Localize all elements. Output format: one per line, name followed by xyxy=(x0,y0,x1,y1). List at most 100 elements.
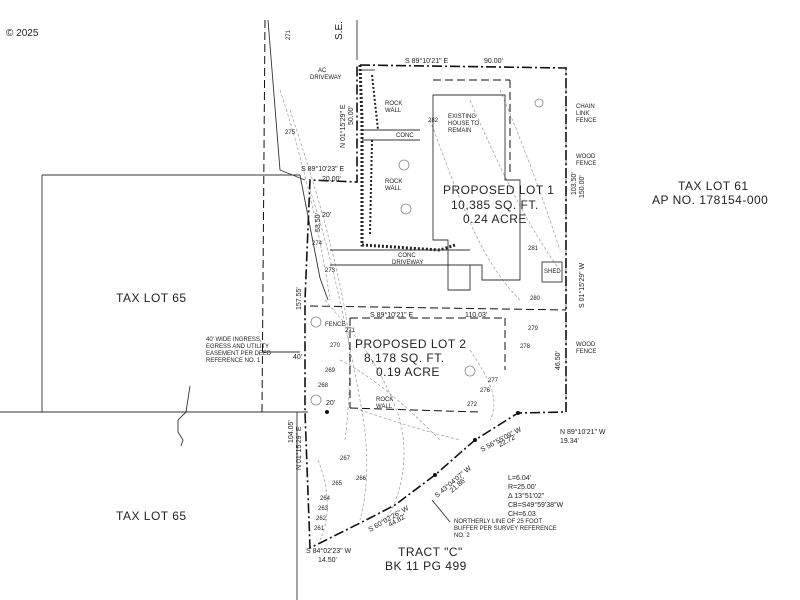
contour-elev: 265 xyxy=(332,481,343,487)
lot1-area-sqft: 10,385 SQ. FT. xyxy=(451,198,539,212)
wood-fence-1-b: FENCE xyxy=(576,161,596,167)
contour-elev: 266 xyxy=(356,476,367,482)
tract-book-label: BK 11 PG 499 xyxy=(385,559,467,573)
easement-line-2: EGRESS AND UTILITY xyxy=(206,344,269,350)
contour-elev: 280 xyxy=(530,296,541,302)
rock-walls: ROCK WALL ROCK WALL ROCK WALL xyxy=(358,64,456,410)
west-mid-distance: 53.50' xyxy=(315,213,322,232)
lot1-area-acre: 0.24 ACRE xyxy=(463,212,527,226)
mid-bearing: S 89°10'21" E xyxy=(370,311,414,319)
contour-elev: 270 xyxy=(330,343,341,349)
jog-bearing: S 89°10'23" E xyxy=(301,165,345,173)
street-label: S.E. xyxy=(334,21,345,40)
tax-lot-61-label: TAX LOT 61 xyxy=(678,179,749,193)
driveways: AC DRIVEWAY CONC CONC DRIVEWAY xyxy=(310,68,470,266)
north-distance: 90.00' xyxy=(484,58,503,65)
contour-elev: 278 xyxy=(520,344,531,350)
contour-elev: 271 xyxy=(345,328,356,334)
tax-lot-65-parcel xyxy=(0,174,329,600)
rock-wall-label-2b: WALL xyxy=(385,186,402,192)
contour-elev: 279 xyxy=(528,326,539,332)
north-bearing: S 89°10'21" E xyxy=(405,57,449,65)
sw-distance: 14.50' xyxy=(318,557,337,564)
sw-bearing: S 84°02'23" W xyxy=(306,547,352,555)
buffer-note: NORTHERLY LINE OF 25 FOOT BUFFER PER SUR… xyxy=(431,499,557,539)
conc-label: CONC xyxy=(396,133,414,139)
tree-symbols xyxy=(310,98,544,406)
contour-elev: 277 xyxy=(488,378,499,384)
ac-driveway-label-a: AC xyxy=(318,68,327,74)
chain-link-fence-c: FENCE xyxy=(576,118,596,124)
west-low-distance: 104.05' xyxy=(288,420,295,443)
se-bearing: N 89°10'21" W xyxy=(560,428,606,436)
se-distance: 19.34' xyxy=(560,438,579,445)
buffer-line-2: BUFFER PER SURVEY REFERENCE xyxy=(454,526,557,532)
contour-label: 271 xyxy=(286,29,292,40)
copyright-text: © 2025 xyxy=(6,28,39,39)
width-20-a-label: 20' xyxy=(322,212,331,219)
width-20-b-label: 20' xyxy=(326,400,335,407)
rock-wall-label-3b: WALL xyxy=(376,404,393,410)
mid-distance: 110.03' xyxy=(465,312,487,319)
chain-link-fence-b: LINK xyxy=(576,111,589,117)
easement-line-4: REFERENCE NO. 1 xyxy=(206,358,261,364)
contour-elevation-labels: 275 274 273 272 271 270 269 268 267 266 … xyxy=(285,118,541,532)
buffer-line-1: NORTHERLY LINE OF 25 FOOT xyxy=(454,519,542,525)
fence-label: FENCE xyxy=(325,322,345,328)
contour-lines xyxy=(279,89,561,541)
tax-lot-65-upper-label: TAX LOT 65 xyxy=(116,291,187,305)
rock-wall-label-1b: WALL xyxy=(385,108,402,114)
shed: SHED xyxy=(541,261,563,283)
buffer-line-3: NO. 2 xyxy=(454,533,470,539)
house-label-line-3: REMAIN xyxy=(448,128,471,134)
curve-cb: CB=S49°59'38"W xyxy=(508,501,563,509)
tract-c-label: TRACT "C" xyxy=(398,545,463,559)
contour-elev: 261 xyxy=(314,526,325,532)
property-boundary xyxy=(304,64,567,550)
rock-wall-label-2a: ROCK xyxy=(385,179,402,185)
east-lower-distance: 46.50' xyxy=(555,351,562,370)
chain-link-fence-a: CHAIN xyxy=(576,104,595,110)
curve-r: R=25.00' xyxy=(508,484,536,491)
wood-fence-2-a: WOOD xyxy=(576,342,596,348)
jog-distance: 20.00' xyxy=(322,176,341,183)
west-total-distance: 157.55' xyxy=(296,287,303,310)
easement-line-3: EASEMENT PER DEED xyxy=(206,351,272,357)
conc-driveway-label-a: CONC xyxy=(398,253,416,259)
curve-delta: Δ 13°51'02" xyxy=(508,492,545,500)
wood-fence-1-a: WOOD xyxy=(576,154,596,160)
curve-l: L=6.04' xyxy=(508,475,531,482)
tax-lot-65-lower-label: TAX LOT 65 xyxy=(116,509,187,523)
width-40-label: 40' xyxy=(293,354,302,361)
rock-wall-label-1a: ROCK xyxy=(385,101,402,107)
west-low-bearing: N 01°15'29" E xyxy=(295,426,303,470)
contour-elev: 263 xyxy=(318,506,329,512)
curve-ch: CH=6.03 xyxy=(508,511,536,518)
east-lot1-distance: 150.00' xyxy=(579,175,586,198)
bearing-labels: S 89°10'21" E 90.00' N 01°15'29" E 50.00… xyxy=(288,57,606,564)
contour-elev: 281 xyxy=(528,246,539,252)
easement-line-1: 40' WIDE INGRESS, xyxy=(206,337,262,343)
neighbor-labels: TAX LOT 61 AP NO. 178154-000 TAX LOT 65 … xyxy=(116,179,768,573)
east-bearing: S 01°15'29" W xyxy=(578,262,586,308)
contour-elev: 274 xyxy=(312,241,323,247)
contour-elev: 276 xyxy=(480,388,491,394)
contour-elev: 282 xyxy=(428,118,439,124)
house-label-line-2: HOUSE TO xyxy=(448,121,479,127)
contour-elev: 272 xyxy=(467,402,478,408)
lot2-area-sqft: 8,178 SQ. FT. xyxy=(364,351,445,365)
easement-note: 40' WIDE INGRESS, EGRESS AND UTILITY EAS… xyxy=(206,337,300,364)
wood-fence-2-b: FENCE xyxy=(576,349,596,355)
rock-wall-label-3a: ROCK xyxy=(376,397,393,403)
ac-driveway-label-b: DRIVEWAY xyxy=(310,75,341,81)
proposed-lot-1-label: PROPOSED LOT 1 10,385 SQ. FT. 0.24 ACRE xyxy=(443,183,554,226)
east-upper-distance: 103.50' xyxy=(571,172,578,195)
existing-house: EXISTING HOUSE TO REMAIN xyxy=(432,94,521,291)
ap-no-label: AP NO. 178154-000 xyxy=(652,193,768,207)
west-top-distance: 50.00' xyxy=(348,106,355,125)
house-label-line-1: EXISTING xyxy=(448,114,476,120)
contour-elev: 273 xyxy=(325,268,336,274)
contour-elev: 264 xyxy=(320,496,331,502)
lot1-title: PROPOSED LOT 1 xyxy=(443,183,554,197)
shed-label: SHED xyxy=(544,269,561,275)
